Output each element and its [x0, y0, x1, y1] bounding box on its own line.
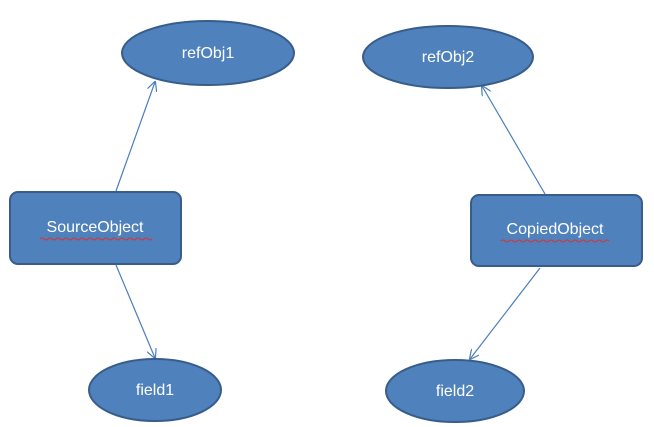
- node-refobj1[interactable]: refObj1: [121, 20, 295, 86]
- refobj2-ellipse: [362, 25, 534, 89]
- node-sourceobject[interactable]: SourceObject: [9, 191, 182, 265]
- arrow-copied-to-refobj2: [482, 86, 546, 195]
- node-field1[interactable]: field1: [88, 358, 222, 422]
- node-field2[interactable]: field2: [385, 359, 525, 423]
- copiedobject-label: CopiedObject: [507, 221, 605, 238]
- spellcheck-underline: [500, 239, 610, 243]
- sourceobject-label: SourceObject: [47, 219, 144, 236]
- arrow-source-to-refobj1: [115, 82, 155, 192]
- spellcheck-underline: [39, 237, 153, 241]
- refobj1-ellipse: [121, 20, 295, 86]
- arrow-copied-to-field2: [470, 267, 541, 359]
- field1-label: field1: [136, 382, 174, 399]
- refobj2-label: refObj2: [422, 49, 475, 66]
- field2-label: field2: [436, 383, 474, 400]
- refobj1-label: refObj1: [182, 45, 235, 62]
- arrow-source-to-field1: [115, 264, 155, 358]
- field2-ellipse: [385, 359, 525, 423]
- field1-ellipse: [88, 358, 222, 422]
- sourceobject-rect: [9, 191, 182, 265]
- node-copiedobject[interactable]: CopiedObject: [470, 194, 643, 267]
- node-refobj2[interactable]: refObj2: [362, 25, 534, 89]
- copiedobject-rect: [470, 194, 643, 267]
